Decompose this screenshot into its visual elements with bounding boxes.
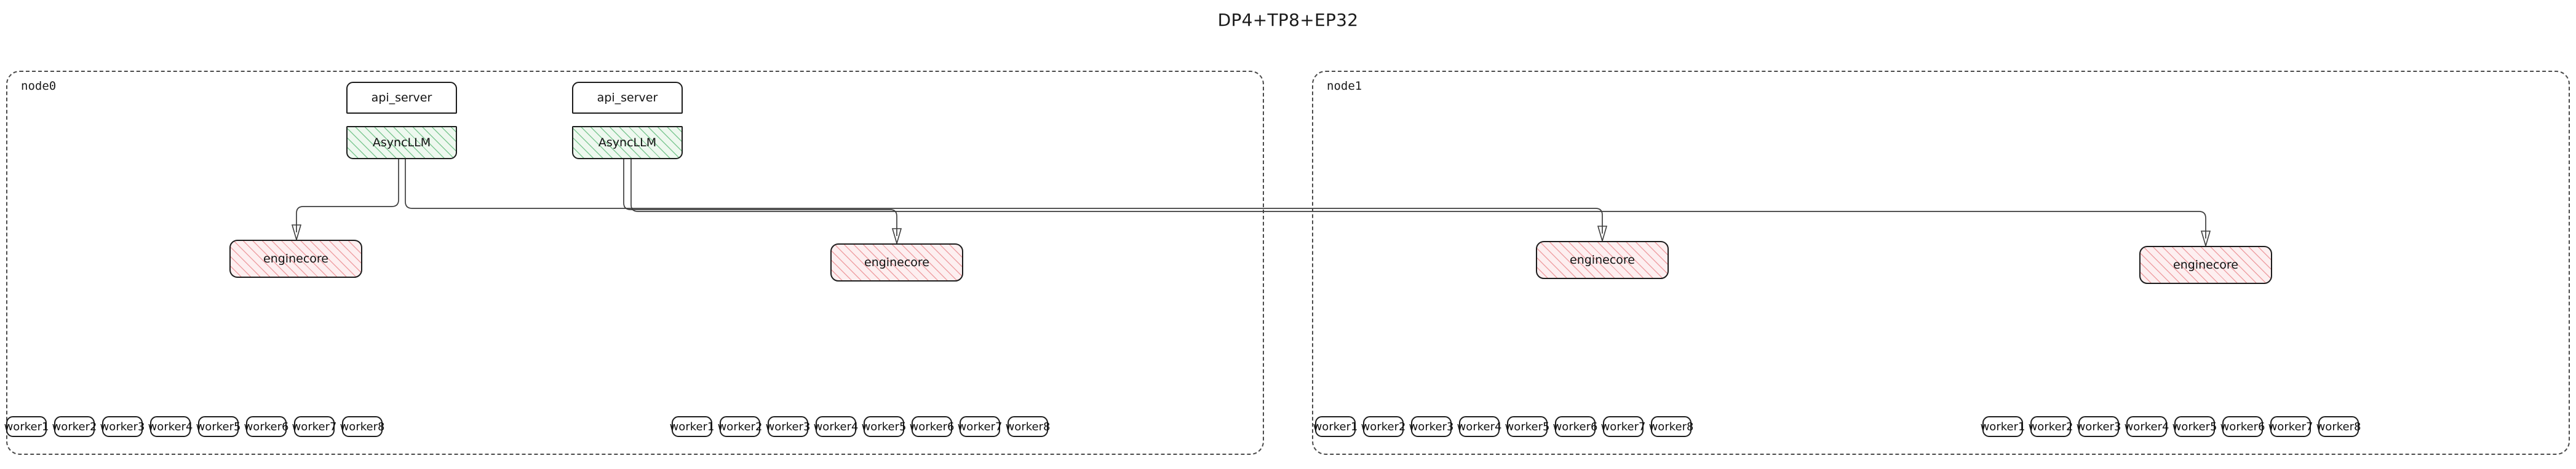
enginecore-box-node1-0[interactable]: enginecore	[1536, 241, 1669, 279]
worker-box-n0g0-3[interactable]: worker4	[148, 416, 193, 437]
enginecore-box-node0-1[interactable]: enginecore	[830, 243, 963, 282]
worker-label-n1g1-3: worker4	[2124, 420, 2169, 433]
worker-label-n0g0-7: worker8	[340, 420, 385, 433]
worker-label-n0g0-6: worker7	[292, 420, 337, 433]
api-server-box-0[interactable]: api_server	[346, 82, 457, 114]
worker-label-n0g0-1: worker2	[52, 420, 97, 433]
worker-box-n0g1-0[interactable]: worker1	[669, 416, 715, 437]
worker-box-n1g1-7[interactable]: worker8	[2316, 416, 2361, 437]
worker-box-n1g1-6[interactable]: worker7	[2268, 416, 2313, 437]
asyncllm-label-1: AsyncLLM	[598, 136, 657, 149]
worker-label-n1g0-1: worker2	[1361, 420, 1406, 433]
worker-box-n1g0-2[interactable]: worker3	[1409, 416, 1454, 437]
worker-label-n1g1-1: worker2	[2028, 420, 2073, 433]
worker-box-n1g0-1[interactable]: worker2	[1361, 416, 1406, 437]
enginecore-box-node0-0[interactable]: enginecore	[229, 240, 362, 278]
node-label-node0: node0	[21, 79, 57, 93]
worker-box-n1g0-6[interactable]: worker7	[1600, 416, 1646, 437]
worker-box-n1g0-5[interactable]: worker6	[1552, 416, 1598, 437]
enginecore-label-node1-1: enginecore	[2173, 258, 2238, 272]
asyncllm-label-0: AsyncLLM	[372, 136, 431, 149]
worker-label-n1g0-3: worker4	[1457, 420, 1502, 433]
worker-box-n1g0-3[interactable]: worker4	[1457, 416, 1502, 437]
worker-label-n1g0-0: worker1	[1313, 420, 1358, 433]
worker-label-n0g1-1: worker2	[717, 420, 763, 433]
worker-label-n1g1-7: worker8	[2316, 420, 2361, 433]
worker-label-n0g0-4: worker5	[196, 420, 241, 433]
worker-label-n1g1-0: worker1	[1980, 420, 2025, 433]
worker-box-n0g0-1[interactable]: worker2	[52, 416, 97, 437]
node-container-node0: node0	[6, 71, 1264, 455]
worker-label-n1g0-5: worker6	[1552, 420, 1598, 433]
api-server-label-0: api_server	[371, 91, 432, 104]
worker-label-n1g1-5: worker6	[2220, 420, 2265, 433]
worker-box-n1g1-4[interactable]: worker5	[2172, 416, 2217, 437]
node-container-node1: node1	[1312, 71, 2570, 455]
worker-box-n0g0-5[interactable]: worker6	[244, 416, 289, 437]
worker-label-n1g0-2: worker3	[1409, 420, 1454, 433]
api-server-box-1[interactable]: api_server	[572, 82, 683, 114]
worker-box-n0g1-1[interactable]: worker2	[717, 416, 763, 437]
worker-box-n1g1-1[interactable]: worker2	[2028, 416, 2073, 437]
worker-box-n1g1-2[interactable]: worker3	[2076, 416, 2121, 437]
enginecore-box-node1-1[interactable]: enginecore	[2139, 246, 2272, 284]
worker-label-n0g1-5: worker6	[909, 420, 955, 433]
api-server-label-1: api_server	[597, 91, 658, 104]
worker-box-n0g1-4[interactable]: worker5	[861, 416, 907, 437]
worker-box-n1g0-7[interactable]: worker8	[1648, 416, 1694, 437]
asyncllm-box-1[interactable]: AsyncLLM	[572, 126, 683, 159]
enginecore-label-node1-0: enginecore	[1570, 253, 1635, 267]
worker-label-n1g0-7: worker8	[1648, 420, 1694, 433]
node-label-node1: node1	[1327, 79, 1362, 93]
worker-label-n0g1-2: worker3	[765, 420, 811, 433]
worker-box-n1g0-4[interactable]: worker5	[1505, 416, 1550, 437]
enginecore-label-node0-1: enginecore	[864, 256, 929, 269]
worker-box-n0g0-0[interactable]: worker1	[4, 416, 49, 437]
worker-box-n0g1-2[interactable]: worker3	[765, 416, 811, 437]
worker-label-n0g1-4: worker5	[861, 420, 907, 433]
worker-box-n0g0-4[interactable]: worker5	[196, 416, 241, 437]
worker-label-n0g1-0: worker1	[669, 420, 715, 433]
worker-box-n0g0-7[interactable]: worker8	[340, 416, 385, 437]
worker-box-n0g0-6[interactable]: worker7	[292, 416, 337, 437]
worker-box-n0g1-5[interactable]: worker6	[909, 416, 955, 437]
worker-box-n0g1-7[interactable]: worker8	[1005, 416, 1051, 437]
worker-label-n0g0-2: worker3	[100, 420, 145, 433]
worker-label-n1g0-4: worker5	[1505, 420, 1550, 433]
worker-label-n0g0-5: worker6	[244, 420, 289, 433]
worker-box-n0g1-6[interactable]: worker7	[957, 416, 1003, 437]
asyncllm-box-0[interactable]: AsyncLLM	[346, 126, 457, 159]
worker-label-n1g0-6: worker7	[1600, 420, 1646, 433]
worker-box-n1g0-0[interactable]: worker1	[1313, 416, 1358, 437]
worker-label-n0g1-7: worker8	[1005, 420, 1051, 433]
worker-box-n0g0-2[interactable]: worker3	[100, 416, 145, 437]
worker-label-n0g0-0: worker1	[4, 420, 49, 433]
worker-box-n0g1-3[interactable]: worker4	[813, 416, 859, 437]
worker-label-n0g1-6: worker7	[957, 420, 1003, 433]
page-title: DP4+TP8+EP32	[1217, 10, 1359, 30]
worker-label-n0g1-3: worker4	[813, 420, 859, 433]
worker-box-n1g1-0[interactable]: worker1	[1980, 416, 2025, 437]
worker-label-n0g0-3: worker4	[148, 420, 193, 433]
worker-box-n1g1-5[interactable]: worker6	[2220, 416, 2265, 437]
worker-label-n1g1-4: worker5	[2172, 420, 2217, 433]
worker-label-n1g1-6: worker7	[2268, 420, 2313, 433]
worker-box-n1g1-3[interactable]: worker4	[2124, 416, 2169, 437]
enginecore-label-node0-0: enginecore	[263, 252, 328, 266]
worker-label-n1g1-2: worker3	[2076, 420, 2121, 433]
